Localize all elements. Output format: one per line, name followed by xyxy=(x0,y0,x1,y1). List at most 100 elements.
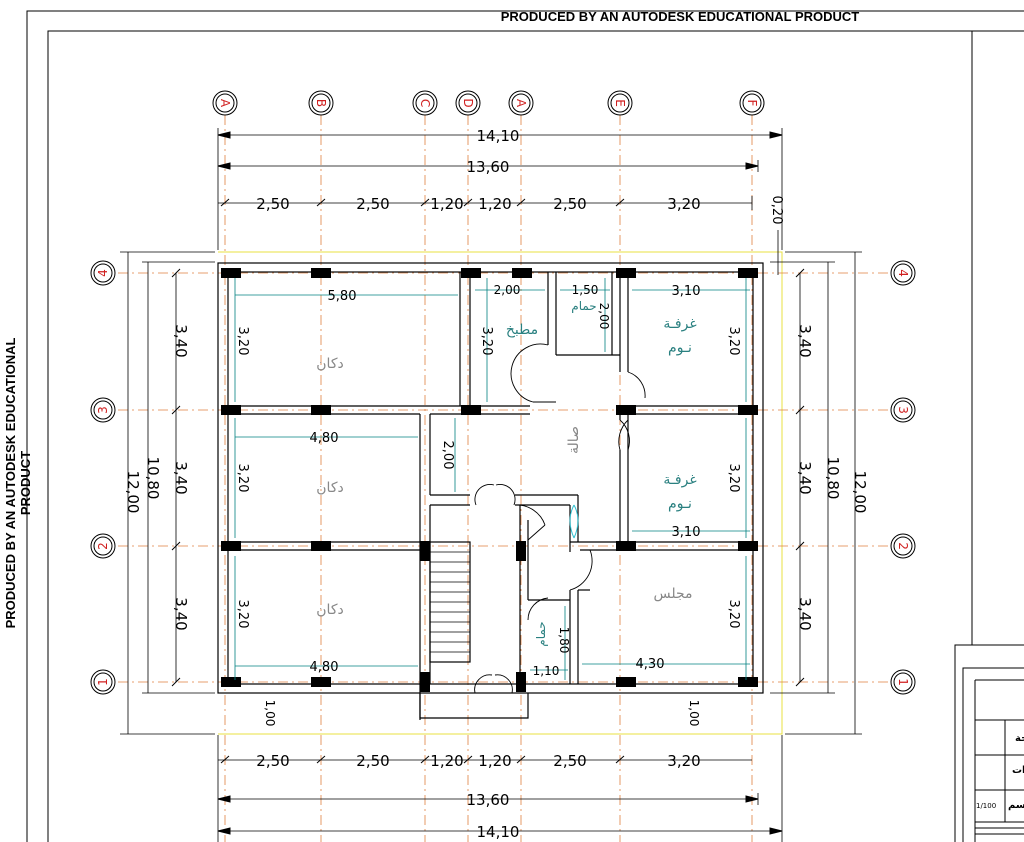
dim-top-seg2: 2,50 xyxy=(356,195,389,213)
dim-bottom-seg1: 2,50 xyxy=(256,752,289,770)
dim-left-seg2: 3,40 xyxy=(172,461,190,494)
dim-bottom-offset-right: 1,00 xyxy=(687,700,701,727)
dim-top-seg4: 1,20 xyxy=(478,195,511,213)
shop3-width: 4,80 xyxy=(310,660,339,675)
title-block xyxy=(954,644,1024,842)
grid-column-labels: A B C D A E F xyxy=(218,98,759,108)
majlis-height: 3,20 xyxy=(726,600,741,629)
walls xyxy=(217,262,764,720)
bedroom1-width: 3,10 xyxy=(672,284,701,299)
grid-row-2-left: 2 xyxy=(96,542,110,550)
shop1-width: 5,80 xyxy=(328,289,357,304)
watermark-left: PRODUCED BY AN AUTODESK EDUCATIONAL PROD… xyxy=(3,337,33,629)
kitchen-width: 2,00 xyxy=(494,283,521,297)
dim-top-seg1: 2,50 xyxy=(256,195,289,213)
grid-row-3-left: 3 xyxy=(96,406,110,414)
dim-right-seg1: 3,40 xyxy=(796,324,814,357)
drawing-frame xyxy=(26,10,1024,842)
bedroom2-width: 3,10 xyxy=(672,525,701,540)
kitchen-name: مطبخ xyxy=(506,322,538,338)
grid-row-1-left: 1 xyxy=(96,678,110,686)
grid-col-a: A xyxy=(218,99,232,108)
dim-right-overall: 12,00 xyxy=(851,471,869,514)
hall-name: صالة xyxy=(566,426,582,454)
bath-bottom-height: 1,80 xyxy=(557,627,571,654)
grid-row-labels: 4 3 2 1 4 3 2 1 xyxy=(96,269,910,686)
grid-col-f: F xyxy=(745,100,759,107)
site-boundary xyxy=(218,251,783,735)
dim-top-offset: 0,20 xyxy=(769,196,784,225)
majlis-name: مجلس xyxy=(653,586,692,602)
bedroom2-height: 3,20 xyxy=(726,464,741,493)
dim-top-seg3: 1,20 xyxy=(430,195,463,213)
dimension-ticks xyxy=(171,131,805,835)
dim-left-seg1: 3,40 xyxy=(172,324,190,357)
dim-right-seg2: 3,40 xyxy=(796,461,814,494)
grid-col-d: D xyxy=(461,98,475,107)
room-names: دكان دكان دكان مطبخ حمام غرفـة نـوم غرفـ… xyxy=(316,299,696,647)
grid-row-4-left: 4 xyxy=(96,269,110,277)
title-row1: حة xyxy=(1015,733,1024,744)
dim-bottom-seg5: 2,50 xyxy=(553,752,586,770)
bath-bottom-name: حمام xyxy=(534,621,548,646)
grid-row-4-right: 4 xyxy=(896,269,910,277)
shop2-name: دكان xyxy=(316,480,343,496)
title-row3: سم xyxy=(1008,800,1024,811)
bedroom1-height: 3,20 xyxy=(726,327,741,356)
grid-row-bubbles xyxy=(90,260,916,695)
dim-left-overall: 12,00 xyxy=(124,471,142,514)
dim-right-inner: 10,80 xyxy=(824,457,842,500)
bath-top-width: 1,50 xyxy=(572,283,599,297)
grid-row-1-right: 1 xyxy=(896,678,910,686)
structural-columns xyxy=(221,268,758,692)
dim-top-seg5: 2,50 xyxy=(553,195,586,213)
dim-right-seg3: 3,40 xyxy=(796,597,814,630)
dim-bottom-inner: 13,60 xyxy=(467,791,510,809)
stair-treads xyxy=(430,551,470,653)
shop3-height: 3,20 xyxy=(235,600,250,629)
dimension-lines xyxy=(120,128,862,842)
dim-bottom-seg6: 3,20 xyxy=(667,752,700,770)
bath-top-name: حمام xyxy=(571,299,596,313)
dim-top-overall: 14,10 xyxy=(477,127,520,145)
grid-column-bubbles xyxy=(212,90,765,116)
grid-row-2-right: 2 xyxy=(896,542,910,550)
hall-dim: 2,00 xyxy=(440,441,455,470)
dim-bottom-seg4: 1,20 xyxy=(478,752,511,770)
bath-top-height: 2,00 xyxy=(597,303,611,330)
title-block-text: حة ات 1/100 سم xyxy=(976,733,1024,811)
bedroom1-line1: غرفـة xyxy=(663,316,696,332)
bedroom1-line2: نـوم xyxy=(668,340,692,356)
doors xyxy=(474,343,646,694)
shop2-width: 4,80 xyxy=(310,431,339,446)
dim-top-inner: 13,60 xyxy=(467,158,510,176)
grid-col-c: C xyxy=(418,99,432,107)
dim-left-seg3: 3,40 xyxy=(172,597,190,630)
dim-left-inner: 10,80 xyxy=(144,457,162,500)
bath-bottom-width: 1,10 xyxy=(533,664,560,678)
watermark-top: PRODUCED BY AN AUTODESK EDUCATIONAL PROD… xyxy=(500,9,860,24)
grid-lines xyxy=(118,115,890,842)
inner-dimension-lines xyxy=(234,278,750,680)
title-scale: 1/100 xyxy=(976,802,996,810)
majlis-width: 4,30 xyxy=(636,657,665,672)
dim-bottom-seg2: 2,50 xyxy=(356,752,389,770)
window-glass xyxy=(569,504,579,539)
title-row2: ات xyxy=(1012,765,1024,776)
shop3-name: دكان xyxy=(316,602,343,618)
dim-bottom-overall: 14,10 xyxy=(477,823,520,841)
dim-bottom-offset-left: 1,00 xyxy=(263,700,277,727)
grid-col-a2: A xyxy=(514,99,528,108)
shop2-height: 3,20 xyxy=(235,464,250,493)
kitchen-height: 3,20 xyxy=(479,327,494,356)
dim-top-seg6: 3,20 xyxy=(667,195,700,213)
grid-col-e: E xyxy=(613,99,627,107)
dim-bottom-seg3: 1,20 xyxy=(430,752,463,770)
shop1-name: دكان xyxy=(316,356,343,372)
grid-col-b: B xyxy=(314,99,328,107)
grid-row-3-right: 3 xyxy=(896,406,910,414)
bedroom2-line2: نـوم xyxy=(668,496,692,512)
bedroom2-line1: غرفـة xyxy=(663,472,696,488)
shop1-height: 3,20 xyxy=(235,327,250,356)
